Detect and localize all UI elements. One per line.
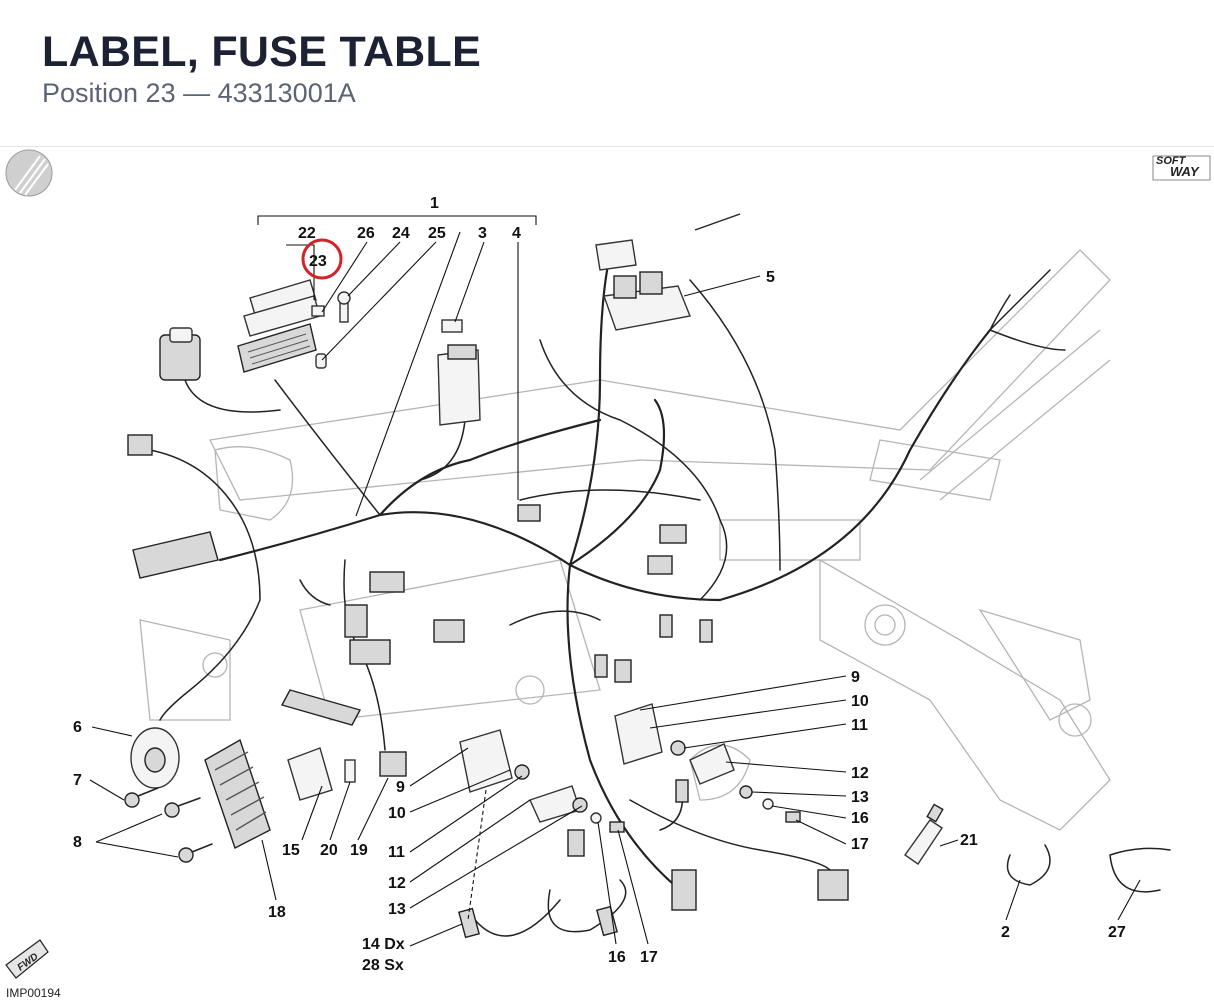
callout-28-sx: 28 Sx — [362, 957, 404, 974]
callout-25: 25 — [428, 225, 446, 242]
callout-9: 9 — [851, 669, 860, 686]
callout-27: 27 — [1108, 924, 1126, 941]
callout-1: 1 — [430, 195, 439, 212]
leader-lines — [89, 215, 1141, 947]
callout-11-right: 11 — [851, 717, 868, 734]
callout-3: 3 — [478, 225, 487, 242]
callout-8: 8 — [73, 834, 82, 851]
manufacturer-logo-icon — [5, 149, 53, 197]
cable-clip-icon — [1006, 844, 1051, 886]
callout-12-left: 12 — [388, 875, 406, 892]
callout-19: 19 — [350, 842, 368, 859]
highlight-ring — [301, 238, 343, 280]
sensor-icon — [280, 689, 362, 801]
callout-9-left: 9 — [396, 779, 405, 796]
fuse-label-icon — [311, 305, 325, 317]
callout-15: 15 — [282, 842, 300, 859]
page-header: LABEL, FUSE TABLE Position 23 — 43313001… — [0, 0, 1214, 146]
bolt-icon — [124, 787, 213, 863]
callout-16-bottom: 16 — [608, 949, 626, 966]
callout-17-right: 17 — [851, 836, 869, 853]
callout-10-left: 10 — [388, 805, 406, 822]
callout-12-right: 12 — [851, 765, 869, 782]
callout-5: 5 — [766, 269, 775, 286]
spark-plug-icon — [904, 803, 944, 865]
wiring-harness — [149, 253, 1066, 937]
image-code: IMP00194 — [6, 986, 61, 1000]
callout-13-left: 13 — [388, 901, 406, 918]
ignition-coil-icon — [459, 703, 686, 793]
header-divider — [0, 146, 1214, 147]
callout-16-right: 16 — [851, 810, 869, 827]
frame-outline — [139, 249, 1111, 831]
callout-7: 7 — [73, 772, 82, 789]
callout-22: 22 — [298, 225, 316, 242]
cable-tie-icon — [1109, 847, 1171, 893]
softway-logo-top: SOFT — [1156, 155, 1187, 167]
callout-13-right: 13 — [851, 789, 869, 806]
callout-20: 20 — [320, 842, 338, 859]
spare-fuse-icon — [441, 319, 463, 333]
callout-26: 26 — [357, 225, 375, 242]
fwd-direction-badge: FWD — [5, 939, 49, 979]
callout-23-highlighted: 23 — [309, 253, 327, 270]
callout-24: 24 — [392, 225, 410, 242]
fuse-holder-icon — [437, 344, 481, 426]
exploded-parts-diagram: SOFT WAY — [5, 149, 1211, 1000]
callout-2: 2 — [1001, 924, 1010, 941]
softway-logo-bottom: WAY — [1170, 164, 1200, 179]
grommet-icon — [315, 353, 327, 369]
connector-icon — [127, 434, 849, 911]
callout-11-left: 11 — [388, 844, 405, 861]
softway-logo: SOFT WAY — [1152, 155, 1211, 181]
relay-icon — [159, 327, 201, 381]
fuse-box-assembly — [237, 279, 321, 373]
ecu-module-icon — [595, 213, 741, 331]
horn-icon — [130, 727, 180, 789]
callout-14-dx: 14 Dx — [362, 936, 405, 953]
page-subtitle: Position 23 — 43313001A — [42, 78, 356, 108]
bracket-icon — [529, 743, 801, 833]
callout-18: 18 — [268, 904, 286, 921]
callout-labels: 1 2 3 4 5 6 7 8 9 10 11 12 13 16 17 9 10… — [73, 195, 1126, 974]
page-title: LABEL, FUSE TABLE — [42, 28, 482, 76]
voltage-regulator-icon — [204, 738, 271, 849]
screw-icon — [337, 291, 351, 323]
callout-21: 21 — [960, 832, 978, 849]
callout-6: 6 — [73, 719, 82, 736]
callout-10-right: 10 — [851, 693, 869, 710]
callout-4: 4 — [512, 225, 521, 242]
callout-17-bottom: 17 — [640, 949, 658, 966]
